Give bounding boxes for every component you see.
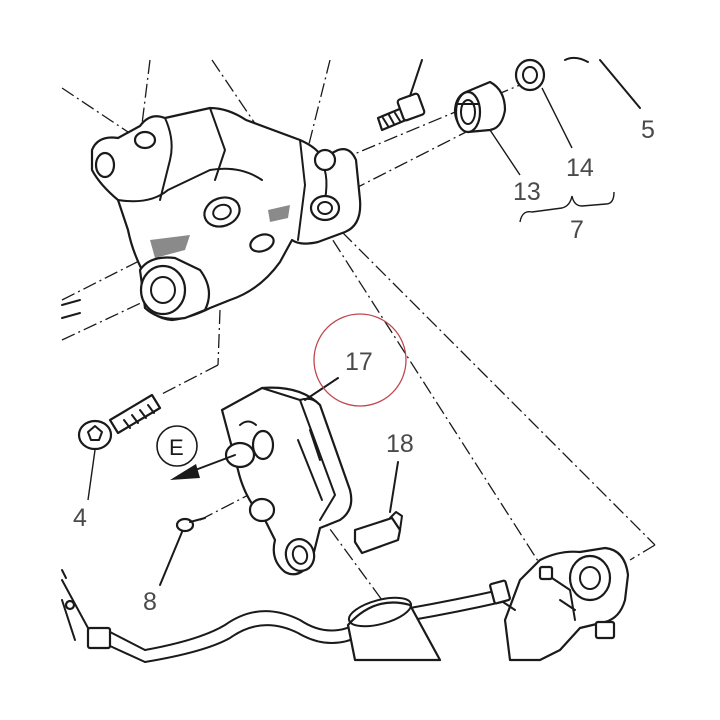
bolt-4 [77,393,162,451]
callout-8: 8 [143,588,157,616]
callout-4: 4 [73,504,87,532]
part-18-clip [353,461,403,555]
callout-7: 7 [570,216,584,244]
part-17-block [220,377,353,576]
callout-e: E [169,435,184,460]
bushing-13 [453,80,507,134]
callout-5: 5 [641,116,655,144]
callout-14: 14 [566,154,594,182]
hose-cylinder [61,569,511,663]
highlight-circle [313,313,407,407]
callout-17: 17 [345,348,373,376]
leader-lines [87,87,615,501]
callout-18: 18 [386,430,414,458]
callout-13: 13 [513,178,541,206]
part-5-fragment [564,56,641,109]
view-e-circle [156,425,198,467]
screw-8 [159,517,206,586]
view-arrow-e [170,454,236,480]
washer-14 [514,58,546,92]
bolt-top [376,59,426,132]
frame-bracket [61,106,362,322]
shock-absorber [499,546,630,662]
